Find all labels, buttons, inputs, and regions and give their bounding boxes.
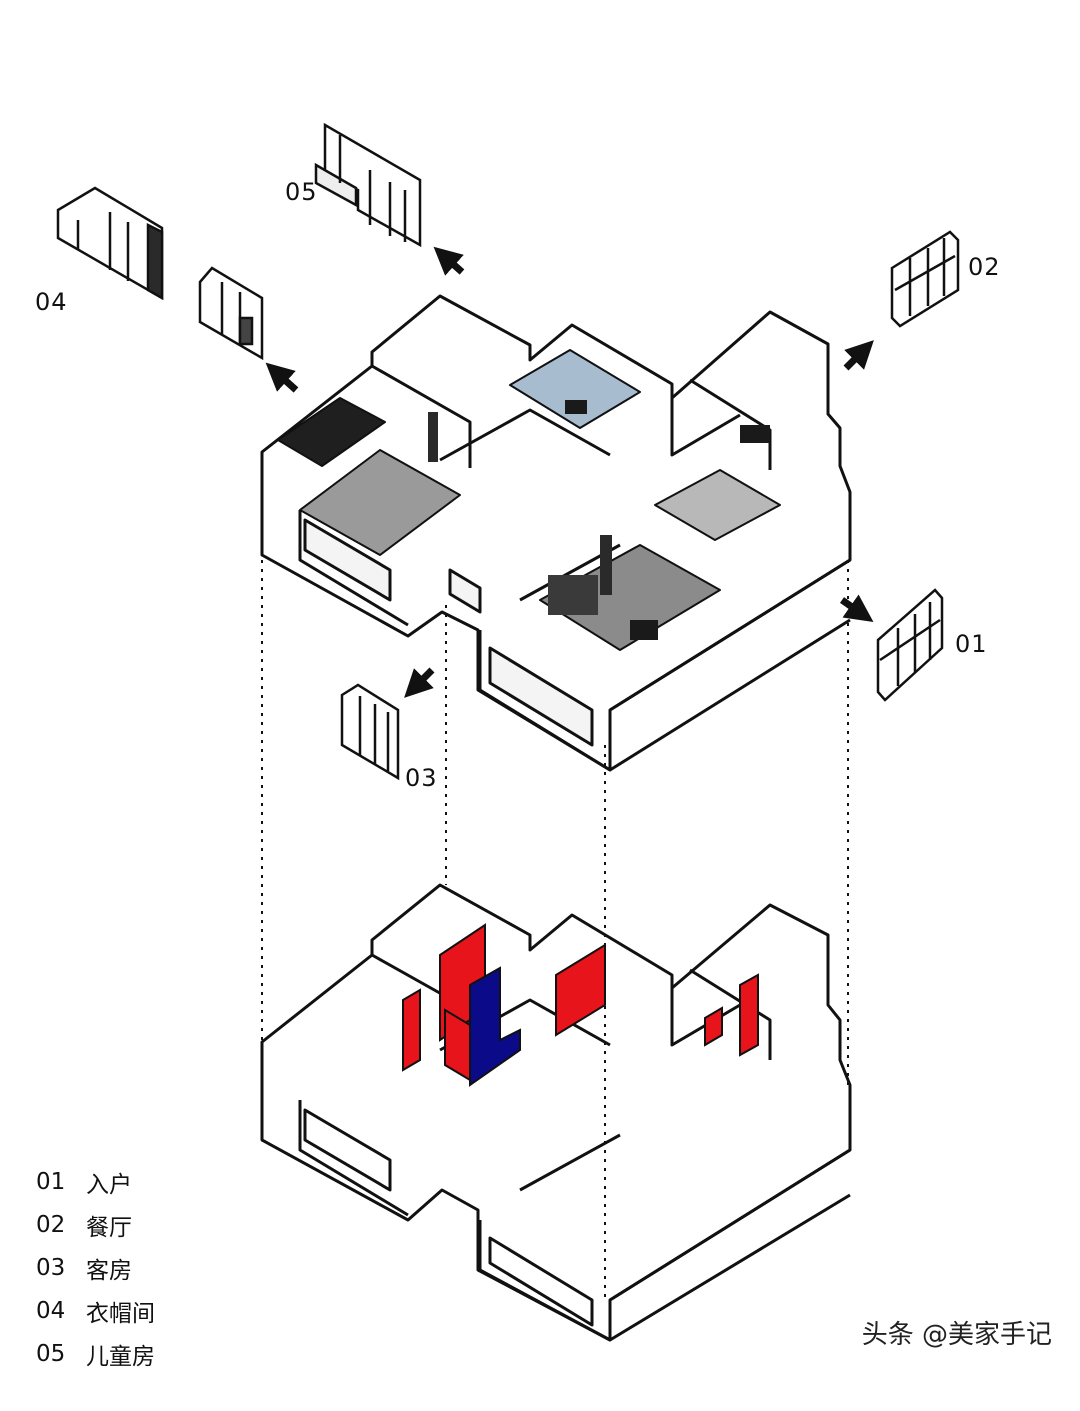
cabinet-03	[340, 683, 400, 781]
legend-name: 儿童房	[86, 1343, 155, 1370]
cabinet-label-04: 04	[35, 288, 68, 316]
cabinet-04-secondary	[198, 266, 264, 361]
cabinet-label-01: 01	[955, 630, 988, 658]
legend-item: 03 客房	[36, 1246, 155, 1289]
legend-item: 02 餐厅	[36, 1203, 155, 1246]
explode-arrows	[265, 246, 874, 698]
legend-code: 03	[36, 1254, 66, 1281]
arrow-icon	[433, 246, 465, 276]
watermark: 头条 @美家手记	[861, 1320, 1052, 1350]
arrow-icon	[839, 594, 874, 623]
blue-wall-panel	[469, 966, 521, 1087]
arrow-icon	[265, 362, 299, 393]
red-wall-panel	[739, 973, 759, 1057]
cabinet-label-03: 03	[405, 764, 438, 792]
cabinet-label-02: 02	[968, 253, 1001, 281]
legend-code: 01	[36, 1168, 66, 1195]
arrow-icon	[404, 667, 435, 698]
red-wall-panel	[555, 943, 606, 1037]
legend-code: 02	[36, 1211, 66, 1238]
legend: 01 入户 02 餐厅 03 客房 04 衣帽间 05 儿童房	[36, 1160, 155, 1375]
legend-name: 客房	[86, 1257, 132, 1284]
legend-item: 05 儿童房	[36, 1332, 155, 1375]
cabinet-label-05: 05	[285, 178, 318, 206]
legend-name: 衣帽间	[86, 1300, 155, 1327]
highlighted-walls	[402, 923, 759, 1087]
furnished-floor-model	[260, 294, 852, 772]
legend-item: 01 入户	[36, 1160, 155, 1203]
arrow-icon	[843, 340, 874, 371]
legend-name: 餐厅	[86, 1214, 132, 1241]
red-wall-panel	[704, 1006, 723, 1047]
legend-name: 入户	[86, 1171, 132, 1198]
cabinet-05	[314, 122, 422, 248]
cabinet-01	[876, 588, 944, 702]
red-wall-panel	[402, 988, 421, 1072]
legend-code: 05	[36, 1340, 66, 1367]
legend-code: 04	[36, 1297, 66, 1324]
legend-item: 04 衣帽间	[36, 1289, 155, 1332]
cabinet-02	[890, 230, 960, 328]
projection-lines	[261, 515, 849, 1300]
bare-shell-floor-model	[260, 883, 852, 1342]
cabinet-04	[56, 186, 164, 301]
